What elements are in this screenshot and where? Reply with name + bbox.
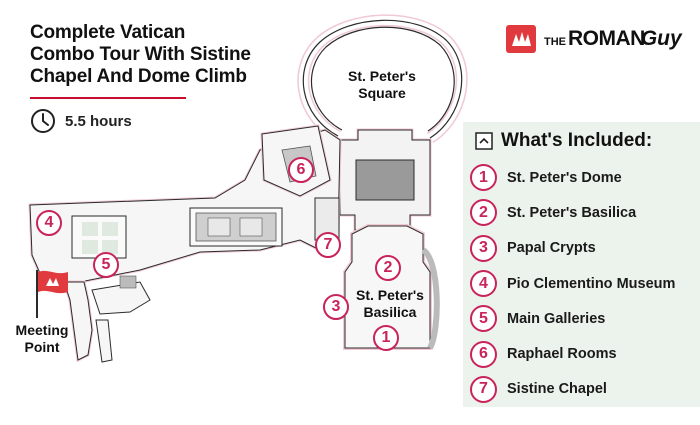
meeting-label-line: Point — [24, 339, 60, 355]
item-label: St. Peter's Basilica — [507, 204, 637, 221]
clock-icon — [31, 109, 55, 133]
meeting-label-line: Meeting — [15, 322, 69, 338]
list-item[interactable]: 6 Raphael Rooms — [470, 336, 675, 371]
map-marker-7[interactable]: 7 — [315, 232, 341, 258]
map-marker-4[interactable]: 4 — [36, 210, 62, 236]
brand-guy: Guy — [640, 27, 682, 50]
square-label: St. Peter's Square — [336, 68, 428, 102]
item-label: Pio Clementino Museum — [507, 275, 676, 292]
brand-the: THE — [544, 36, 566, 48]
brand-roman: ROMAN — [568, 27, 645, 50]
title-line: Chapel And Dome Climb — [30, 66, 247, 87]
collapse-icon[interactable] — [475, 132, 493, 150]
basilica-label-line: Basilica — [363, 304, 417, 320]
brand-wordmark: THE ROMAN Guy — [544, 27, 682, 51]
basilica-label: St. Peter's Basilica — [344, 287, 436, 321]
panel-title: What's Included: — [501, 130, 653, 151]
number-badge: 3 — [470, 234, 497, 262]
map-marker-1[interactable]: 1 — [373, 325, 399, 351]
number-badge: 4 — [470, 270, 497, 298]
list-item[interactable]: 4 Pio Clementino Museum — [470, 266, 675, 301]
meeting-point-label: Meeting Point — [2, 322, 82, 356]
list-item[interactable]: 1 St. Peter's Dome — [470, 160, 675, 195]
square-label-line: St. Peter's — [348, 68, 416, 84]
number-badge: 2 — [470, 199, 497, 227]
number-badge: 7 — [470, 375, 497, 403]
number-badge: 1 — [470, 164, 497, 192]
square-colonnade — [297, 14, 468, 144]
map-marker-3[interactable]: 3 — [323, 294, 349, 320]
item-label: St. Peter's Dome — [507, 169, 622, 186]
map-marker-6[interactable]: 6 — [288, 157, 314, 183]
duration-row: 5.5 hours — [30, 107, 132, 135]
brand-flag-icon — [506, 25, 536, 53]
square-label-line: Square — [358, 85, 406, 101]
list-item[interactable]: 2 St. Peter's Basilica — [470, 195, 675, 230]
basilica-label-line: St. Peter's — [356, 287, 424, 303]
basilica-complex — [338, 128, 440, 350]
title-line: Combo Tour With Sistine — [30, 44, 251, 65]
item-label: Main Galleries — [507, 310, 606, 327]
panel-header: What's Included: — [475, 130, 652, 152]
list-item[interactable]: 7 Sistine Chapel — [470, 372, 675, 407]
number-badge: 6 — [470, 340, 497, 368]
whats-included-panel: What's Included: 1 St. Peter's Dome 2 St… — [463, 122, 700, 407]
duration-text: 5.5 hours — [65, 112, 132, 130]
list-item[interactable]: 3 Papal Crypts — [470, 231, 675, 266]
item-label: Raphael Rooms — [507, 346, 617, 363]
list-item[interactable]: 5 Main Galleries — [470, 301, 675, 336]
meeting-point-flag — [36, 270, 68, 318]
map-marker-2[interactable]: 2 — [375, 255, 401, 281]
map-marker-5[interactable]: 5 — [93, 252, 119, 278]
number-badge: 5 — [470, 305, 497, 333]
brand-logo: THE ROMAN Guy — [504, 20, 682, 58]
tour-title: Complete Vatican Combo Tour With Sistine… — [30, 22, 290, 88]
included-list: 1 St. Peter's Dome 2 St. Peter's Basilic… — [470, 160, 675, 407]
title-line: Complete Vatican — [30, 22, 186, 43]
title-underline — [30, 97, 186, 99]
item-label: Sistine Chapel — [507, 381, 607, 398]
item-label: Papal Crypts — [507, 240, 596, 257]
